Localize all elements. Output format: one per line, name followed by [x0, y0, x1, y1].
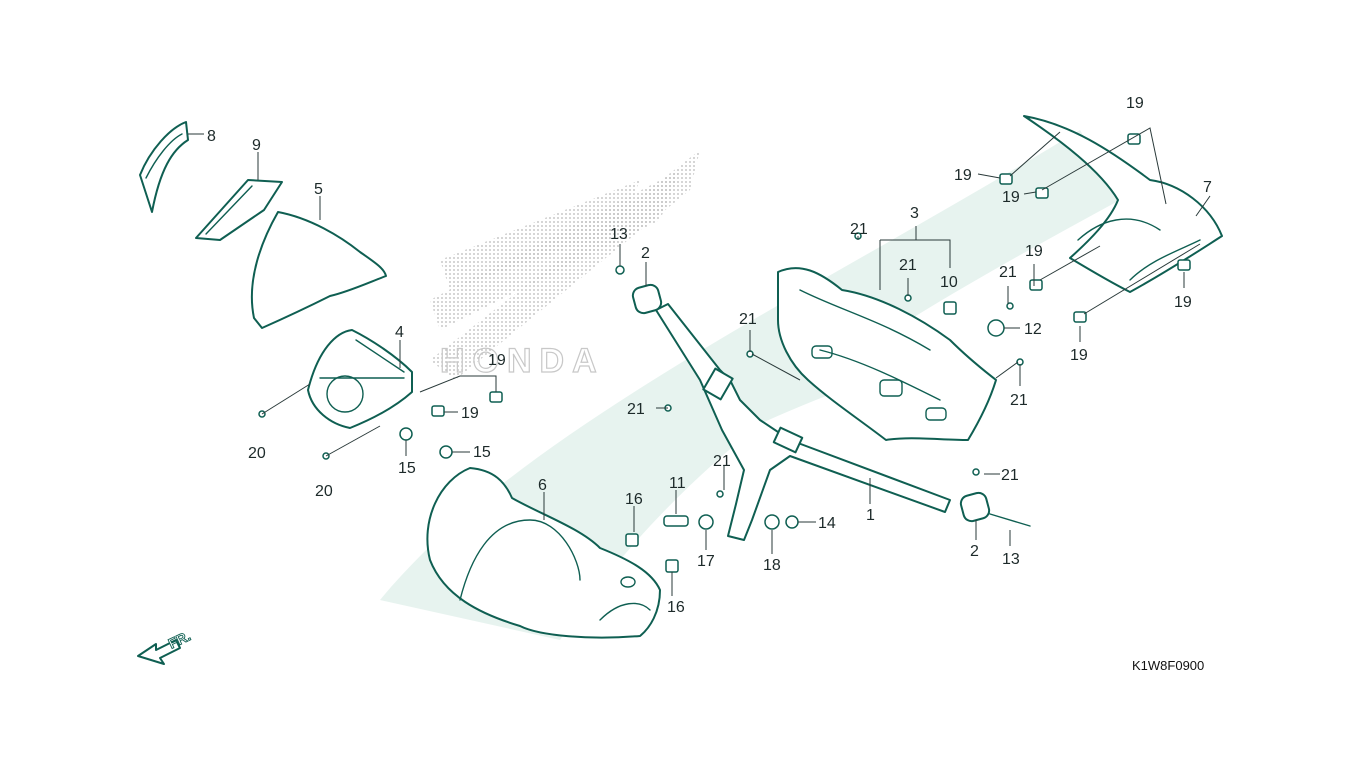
callout-21c: 21 [739, 311, 757, 328]
callout-19d: 19 [954, 167, 972, 184]
callout-12: 12 [1024, 321, 1042, 338]
callout-19c: 19 [1126, 95, 1144, 112]
honda-watermark-text: HONDA [440, 342, 605, 380]
front-arrow-label: FR. [166, 628, 193, 652]
callout-19g: 19 [1070, 347, 1088, 364]
callout-3: 3 [910, 205, 919, 222]
callout-15a: 15 [398, 460, 416, 477]
callout-20a: 20 [248, 445, 266, 462]
callout-4: 4 [395, 324, 404, 341]
diagram-code: K1W8F0900 [1132, 658, 1204, 673]
callout-20b: 20 [315, 483, 333, 500]
callout-21d: 21 [850, 221, 868, 238]
callout-7: 7 [1203, 179, 1212, 196]
part-7-upper-rear-cover [1023, 115, 1223, 293]
part-6-front-cover [426, 467, 661, 639]
part-1-handlebar [655, 303, 951, 541]
callout-14: 14 [818, 515, 836, 532]
callout-6: 6 [538, 477, 547, 494]
callout-18: 18 [763, 557, 781, 574]
part-2-grip-right [959, 491, 991, 523]
callout-21e: 21 [899, 257, 917, 274]
callout-16b: 16 [667, 599, 685, 616]
callout-19h: 19 [1174, 294, 1192, 311]
callout-2a: 2 [641, 245, 650, 262]
callout-19e: 19 [1002, 189, 1020, 206]
part-5-windscreen [250, 211, 387, 329]
callout-21h: 21 [1001, 467, 1019, 484]
callout-19b: 19 [488, 352, 506, 369]
part-3-rear-cover [777, 267, 997, 441]
callout-21g: 21 [1010, 392, 1028, 409]
part-2-grip-left [631, 283, 663, 315]
honda-wing-watermark: HONDA [380, 130, 1120, 640]
callout-1: 1 [866, 507, 875, 524]
callout-2b: 2 [970, 543, 979, 560]
callout-17: 17 [697, 553, 715, 570]
part-8-visor-trim [139, 121, 189, 213]
callout-21f: 21 [999, 264, 1017, 281]
part-9-trim-strip [195, 179, 283, 241]
callout-11: 11 [669, 475, 686, 492]
callout-21a: 21 [713, 453, 731, 470]
callout-19f: 19 [1025, 243, 1043, 260]
callout-13b: 13 [1002, 551, 1020, 568]
callout-16a: 16 [625, 491, 643, 508]
callout-10: 10 [940, 274, 958, 291]
front-direction-arrow: FR. [137, 627, 193, 665]
leader-lines [188, 127, 1211, 596]
callout-9: 9 [252, 137, 261, 154]
part-4-inner-cover [307, 329, 413, 429]
callout-19a: 19 [461, 405, 479, 422]
callout-labels: 8 9 5 4 20 20 15 15 19 19 6 16 16 11 17 … [207, 95, 1212, 616]
callout-21b: 21 [627, 401, 645, 418]
callout-13a: 13 [610, 226, 628, 243]
callout-5: 5 [314, 181, 323, 198]
callout-15b: 15 [473, 444, 491, 461]
callout-8: 8 [207, 128, 216, 145]
